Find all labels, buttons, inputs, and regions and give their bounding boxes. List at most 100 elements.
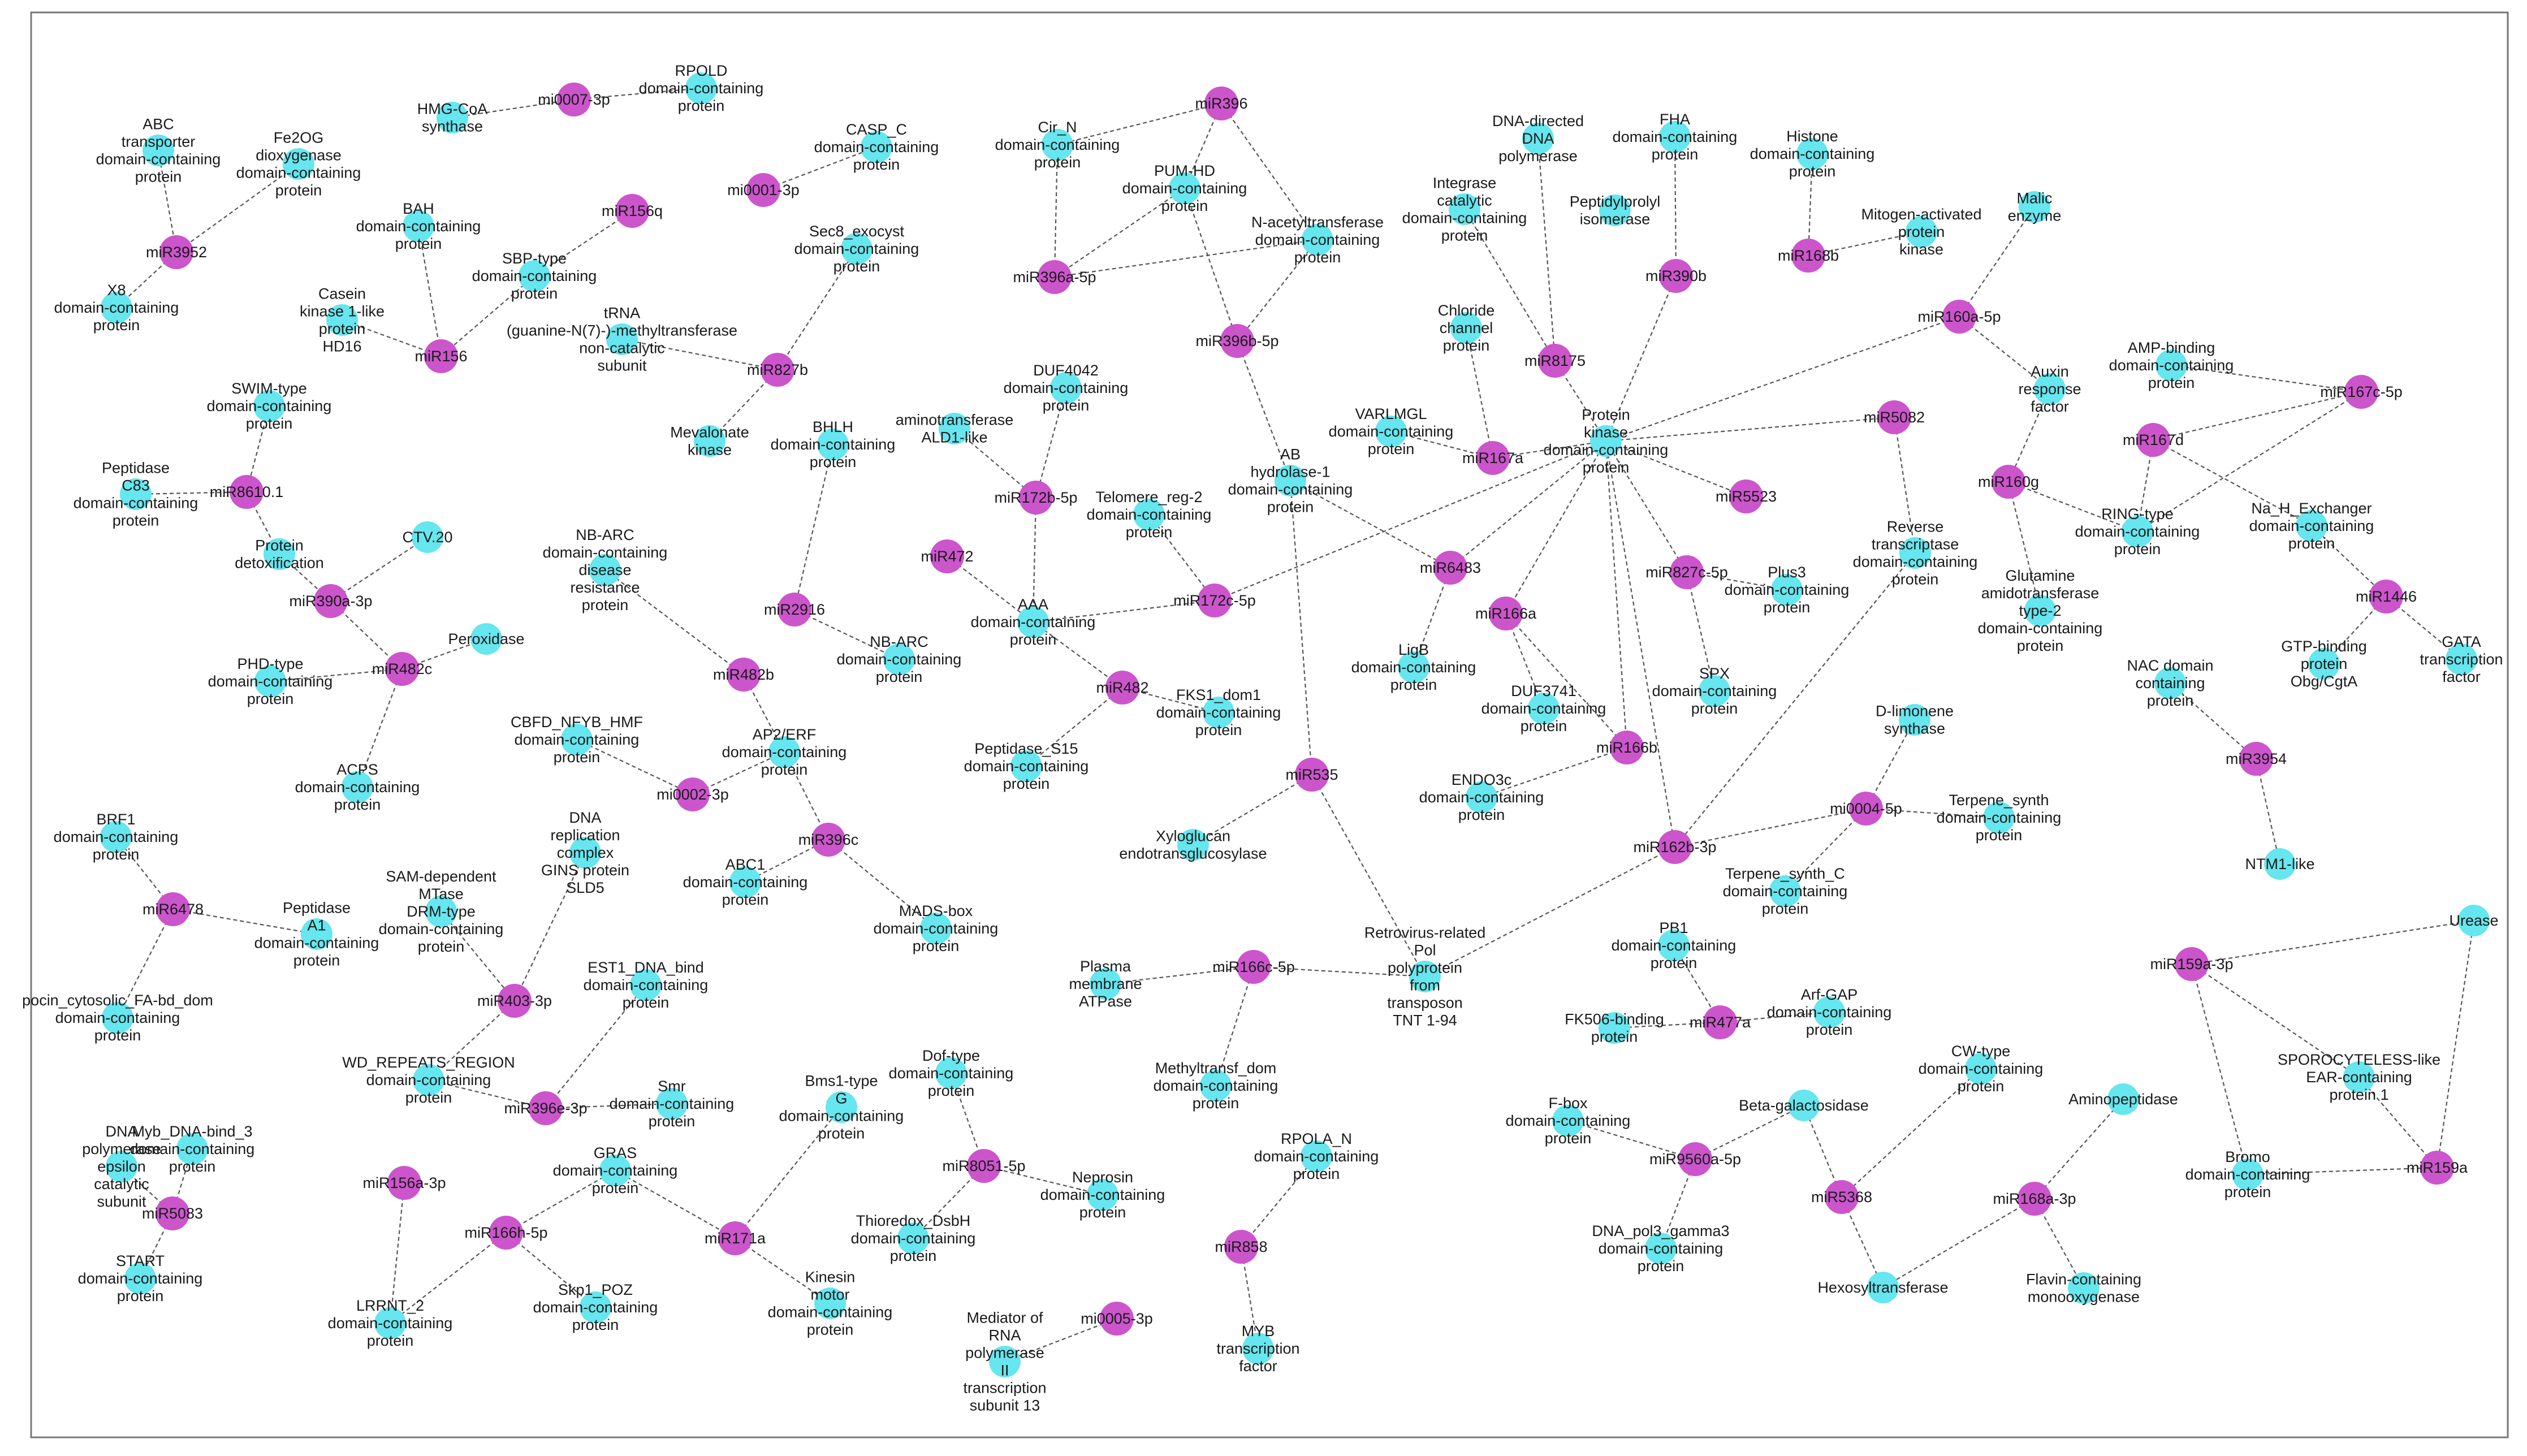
mirna-node-mir396c[interactable]: miR396c [798,823,859,857]
mirna-node-mir156q[interactable]: miR156q [602,194,663,228]
mirna-node-mir0004[interactable]: mi0004-5p [1830,792,1902,826]
mirna-node-mir0005[interactable]: mi0005-3p [1081,1302,1153,1336]
mirna-node-mir156a[interactable]: miR156a-3p [362,1166,446,1200]
mirna-node-mir171a[interactable]: miR171a [705,1221,766,1255]
mirna-node-mir167c[interactable]: miR167c-5p [2320,375,2403,409]
mirna-node-mir827c[interactable]: miR827c-5p [1645,555,1728,589]
mirna-node-mir166b[interactable]: miR166b [1596,731,1657,764]
mirna-node-mir0002[interactable]: mi0002-3p [656,777,729,811]
target-node-hexosyl[interactable]: Hexosyltransferase [1817,1272,1949,1303]
mirna-node-mir8610[interactable]: miR8610.1 [210,475,284,509]
mirna-node-mir535[interactable]: miR535 [1285,758,1338,792]
mirna-node-mir396e[interactable]: miR396e-3p [504,1091,588,1125]
mirna-node-mir482b[interactable]: miR482b [713,658,774,692]
mirna-node-mir396b[interactable]: miR396b-5p [1195,324,1279,358]
mirna-node-mir482[interactable]: miR482 [1096,671,1149,705]
mirna-node-mir166a[interactable]: miR166a [1475,597,1537,630]
mirna-node-mir5082[interactable]: miR5082 [1864,400,1925,434]
mirna-node-mir5083[interactable]: miR5083 [142,1196,203,1230]
mirna-node-mir3954[interactable]: miR3954 [2226,742,2287,776]
mirna-node-mir156[interactable]: miR156 [414,339,468,373]
mirna-node-mir159a[interactable]: miR159a [2407,1151,2468,1185]
mirna-node-mir390a[interactable]: miR390a-3p [289,584,373,618]
mirna-node-mir159a3p[interactable]: miR159a-3p [2150,947,2234,981]
mirna-node-mir3952[interactable]: miR3952 [146,235,207,269]
mirna-node-mir403[interactable]: miR403-3p [477,984,552,1018]
mirna-node-mir162b[interactable]: miR162b-3p [1633,830,1717,864]
mirna-node-mir167a[interactable]: miR167a [1462,441,1524,475]
mirna-node-mir168a[interactable]: miR168a-3p [1993,1182,2076,1216]
mirna-node-mir8051[interactable]: miR8051-5p [942,1149,1026,1183]
mirna-node-mir390b[interactable]: miR390b [1645,259,1707,293]
mirna-node-mir160a[interactable]: miR160a-5p [1917,300,2001,334]
mirna-node-mir6478[interactable]: miR6478 [142,892,204,926]
mirna-node-mir2916[interactable]: miR2916 [764,593,825,627]
target-node-betagal[interactable]: Beta-galactosidase [1739,1090,1869,1121]
mirna-node-mir827b[interactable]: miR827b [747,353,808,387]
target-node-aminopeptidase[interactable]: Aminopeptidase [2068,1083,2178,1115]
